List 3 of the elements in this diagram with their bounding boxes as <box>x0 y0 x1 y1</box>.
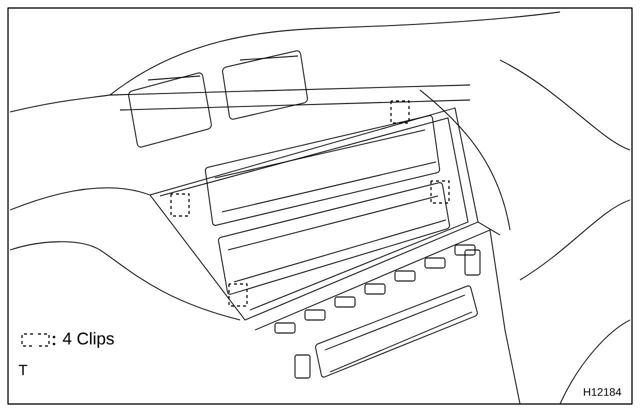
figure-code: H12184 <box>584 388 622 396</box>
legend-text: 4 Clips <box>62 332 114 348</box>
section-letter: T <box>18 364 28 376</box>
